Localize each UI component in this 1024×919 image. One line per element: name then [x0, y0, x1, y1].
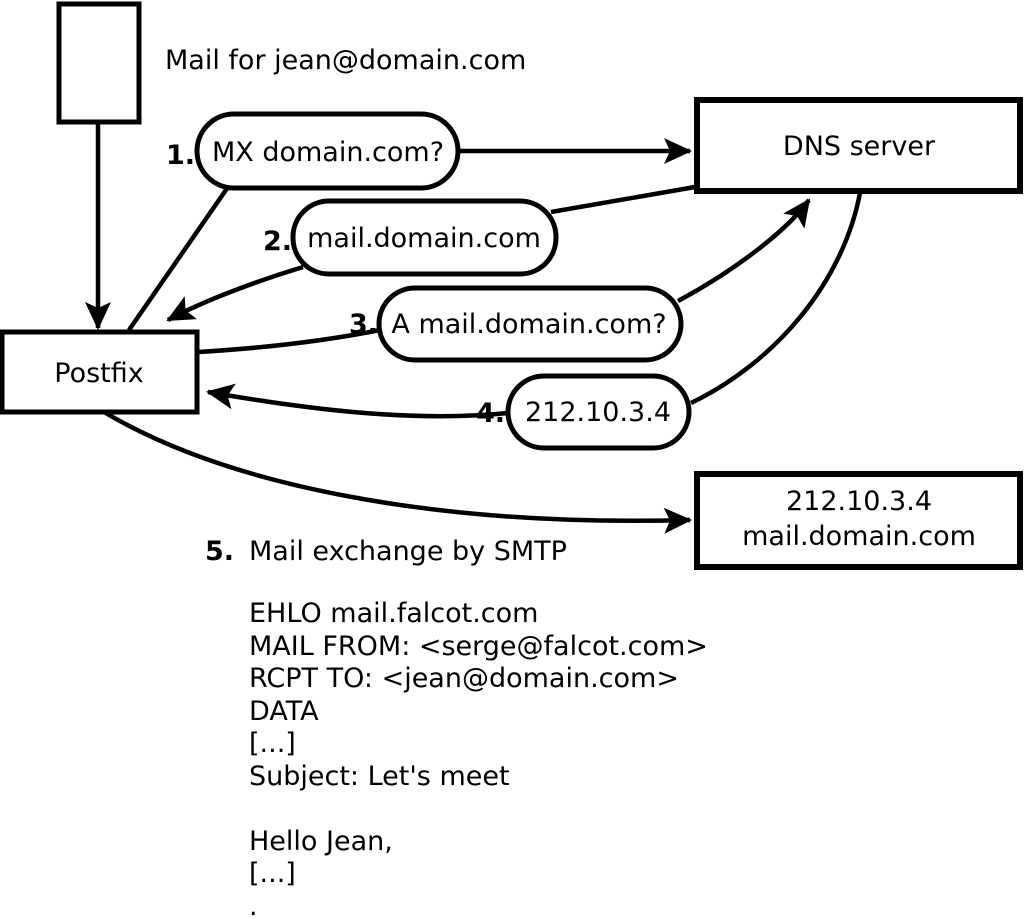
step5-number: 5. [205, 536, 234, 567]
mail-host-box [694, 471, 1023, 570]
arrow-smtp-to-mailhost [102, 410, 692, 534]
step2-pill-label: mail.domain.com [307, 223, 541, 254]
smtp-line: Subject: Let's meet [249, 761, 510, 792]
step2-number: 2. [263, 226, 292, 257]
edge-query1-from-pill [127, 185, 230, 332]
arrow-answer4-to-postfix [206, 383, 509, 419]
step1-pill-label: MX domain.com? [212, 137, 444, 168]
arrow-query3-to-dns [676, 198, 811, 303]
pill-a-query [376, 285, 684, 363]
postfix-box [0, 329, 200, 415]
dns-server-label: DNS server [783, 131, 936, 162]
step5-label: Mail exchange by SMTP [249, 536, 567, 567]
postfix-label: Postfix [54, 358, 143, 389]
mail-host-name-label: mail.domain.com [742, 521, 976, 552]
smtp-line: . [249, 891, 258, 919]
mail-host-ip-label: 212.10.3.4 [786, 486, 932, 517]
edge-dns-to-answer4 [690, 192, 863, 406]
smtp-line: EHLO mail.falcot.com [249, 598, 538, 629]
envelope-icon [56, 1, 142, 125]
edge-dns-to-answer2 [550, 184, 696, 215]
edge-postfix-to-query3 [197, 327, 381, 355]
arrow-answer2-to-postfix [166, 264, 304, 322]
smtp-line: [...] [249, 858, 296, 889]
smtp-line: RCPT TO: <jean@domain.com> [249, 663, 679, 694]
step4-number: 4. [476, 398, 505, 429]
step3-number: 3. [349, 309, 378, 340]
smtp-line: MAIL FROM: <serge@falcot.com> [249, 631, 708, 662]
mail-note-label: Mail for jean@domain.com [165, 45, 526, 76]
pill-mx-query [194, 111, 461, 191]
smtp-line: DATA [249, 696, 319, 727]
pill-mx-answer [290, 198, 559, 277]
step4-pill-label: 212.10.3.4 [525, 397, 671, 428]
step3-pill-label: A mail.domain.com? [391, 309, 666, 340]
smtp-line: Hello Jean, [249, 826, 393, 857]
dns-server-box [694, 97, 1023, 194]
pill-a-answer [505, 373, 692, 451]
smtp-line: [...] [249, 728, 296, 759]
step1-number: 1. [166, 140, 195, 171]
